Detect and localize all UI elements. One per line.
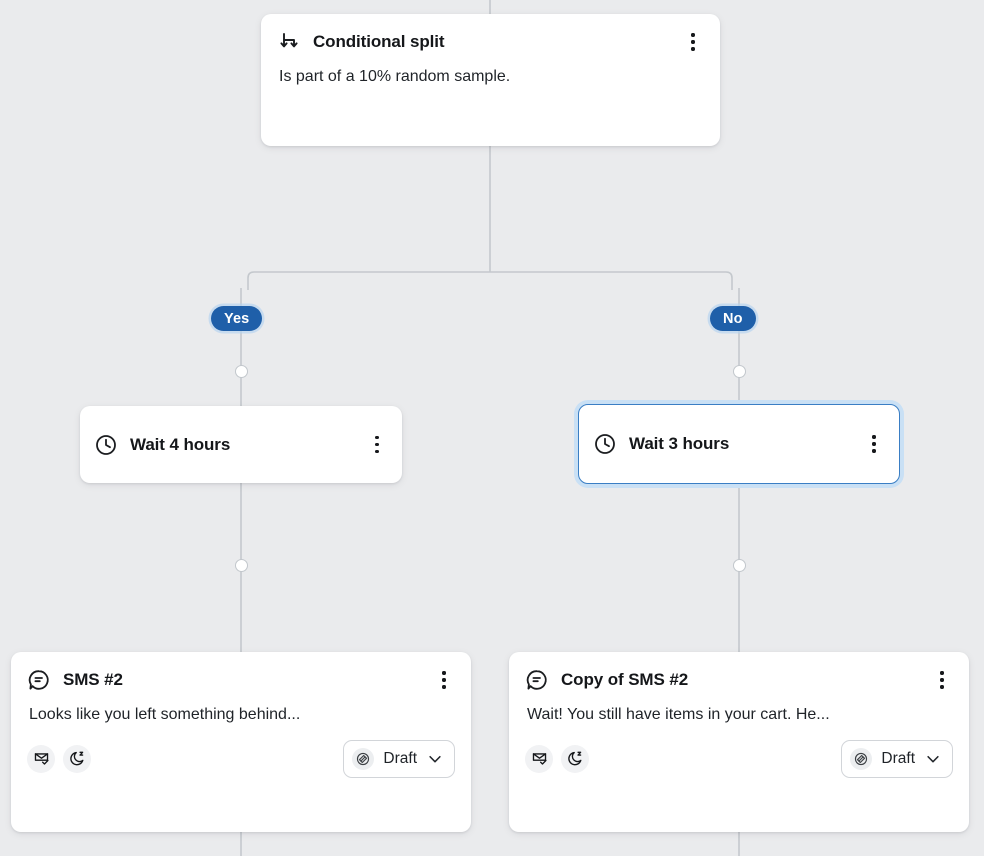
node-header: Copy of SMS #2 xyxy=(509,652,969,692)
draft-pen-icon xyxy=(850,747,873,770)
chevron-down-icon[interactable] xyxy=(924,750,942,768)
node-title: SMS #2 xyxy=(63,670,123,689)
node-title: Copy of SMS #2 xyxy=(561,670,689,689)
smart-sending-icon[interactable] xyxy=(525,744,553,773)
node-description: Is part of a 10% random sample. xyxy=(279,68,511,85)
status-dropdown-draft[interactable]: Draft xyxy=(343,739,455,778)
connector-dot-right-upper[interactable] xyxy=(733,365,746,378)
status-dropdown-draft[interactable]: Draft xyxy=(841,739,953,778)
node-wait-3-hours[interactable]: Wait 3 hours xyxy=(578,404,900,484)
node-footer: Draft xyxy=(509,726,969,778)
node-message-preview: Wait! You still have items in your cart.… xyxy=(527,706,830,723)
message-bubble-icon xyxy=(525,668,549,692)
quiet-hours-icon[interactable] xyxy=(63,744,91,773)
clock-icon xyxy=(94,433,118,457)
connector-dot-left-lower[interactable] xyxy=(235,559,248,572)
node-message-preview: Looks like you left something behind... xyxy=(29,706,301,723)
clock-icon xyxy=(593,432,617,456)
kebab-menu-icon[interactable] xyxy=(931,669,953,691)
branch-label-yes[interactable]: Yes xyxy=(211,306,263,331)
quiet-hours-icon[interactable] xyxy=(561,744,589,773)
smart-sending-icon[interactable] xyxy=(27,744,55,773)
node-header: Wait 3 hours xyxy=(579,405,899,483)
node-header: Conditional split xyxy=(261,14,720,54)
kebab-menu-icon[interactable] xyxy=(366,434,388,456)
node-footer-icons xyxy=(27,744,91,773)
kebab-menu-icon[interactable] xyxy=(433,669,455,691)
split-arrows-icon xyxy=(277,30,301,54)
connector-dot-right-lower[interactable] xyxy=(733,559,746,572)
branch-label-no[interactable]: No xyxy=(710,306,756,331)
node-conditional-split[interactable]: Conditional split Is part of a 10% rando… xyxy=(261,14,720,146)
kebab-menu-icon[interactable] xyxy=(682,31,704,53)
chevron-down-icon[interactable] xyxy=(426,750,444,768)
connector-dot-left-upper[interactable] xyxy=(235,365,248,378)
node-header: SMS #2 xyxy=(11,652,471,692)
message-bubble-icon xyxy=(27,668,51,692)
node-sms-2[interactable]: SMS #2 Looks like you left something beh… xyxy=(11,652,471,832)
draft-pen-icon xyxy=(352,747,375,770)
node-footer-icons xyxy=(525,744,589,773)
node-title: Wait 4 hours xyxy=(130,434,231,454)
node-title: Conditional split xyxy=(313,32,445,51)
edge-branch-bar xyxy=(247,271,733,290)
status-label: Draft xyxy=(383,749,417,767)
status-label: Draft xyxy=(881,749,915,767)
node-footer: Draft xyxy=(11,726,471,778)
node-header: Wait 4 hours xyxy=(80,406,402,483)
node-title: Wait 3 hours xyxy=(629,434,730,453)
kebab-menu-icon[interactable] xyxy=(863,433,885,455)
node-copy-of-sms-2[interactable]: Copy of SMS #2 Wait! You still have item… xyxy=(509,652,969,832)
node-wait-4-hours[interactable]: Wait 4 hours xyxy=(80,406,402,483)
